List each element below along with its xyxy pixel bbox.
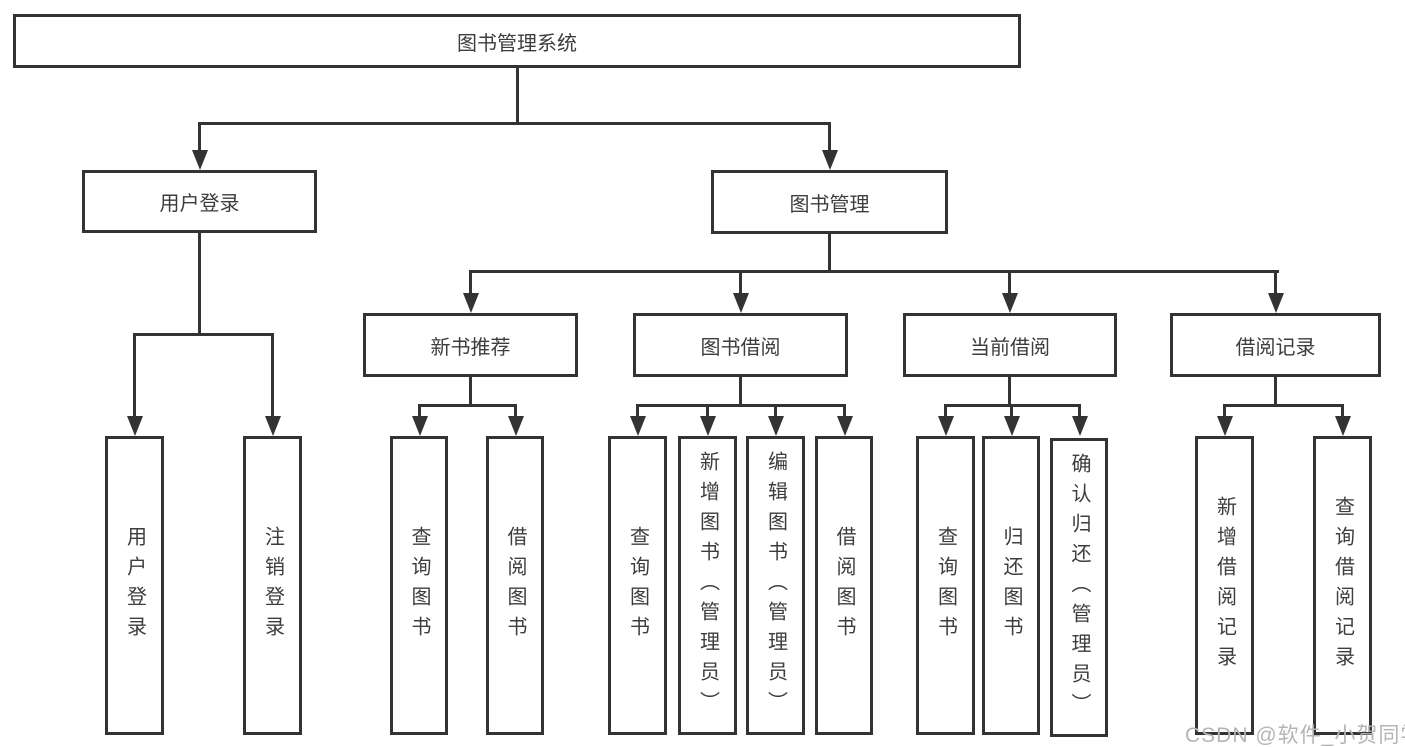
arrowhead-down-icon xyxy=(1072,416,1088,436)
connector-group-stem xyxy=(739,377,742,406)
arrowhead-down-icon xyxy=(412,416,428,436)
arrowhead-down-icon xyxy=(1335,416,1351,436)
node-borrow-records: 借阅记录 xyxy=(1170,313,1381,377)
connector-arrow-line xyxy=(636,404,639,418)
arrowhead-down-icon xyxy=(700,416,716,436)
connector-arrow-line xyxy=(418,404,421,418)
connector-arrow-line xyxy=(774,404,777,418)
arrowhead-down-icon xyxy=(1002,293,1018,313)
leaf-query-borrow-record: 查询借阅记录 xyxy=(1313,436,1372,735)
leaf-logout: 注销登录 xyxy=(243,436,302,735)
node-book-borrow: 图书借阅 xyxy=(633,313,848,377)
arrowhead-down-icon xyxy=(1217,416,1233,436)
leaf-borrow-books-recommend: 借阅图书 xyxy=(486,436,544,735)
connector-arrow-line xyxy=(843,404,846,418)
connector-arrow-line xyxy=(469,270,472,296)
arrowhead-down-icon xyxy=(822,150,838,170)
arrowhead-down-icon xyxy=(463,293,479,313)
connector-arrow-line xyxy=(1008,270,1011,296)
connector-arrow-line xyxy=(1341,404,1344,418)
leaf-return-books: 归还图书 xyxy=(982,436,1040,735)
connector-arrow-line xyxy=(198,122,201,153)
connector-group-rail xyxy=(1223,404,1344,407)
arrowhead-down-icon xyxy=(265,416,281,436)
connector-group-stem xyxy=(469,377,472,406)
connector-level3-rail xyxy=(469,270,1279,273)
leaf-confirm-return-admin: 确认归还（管理员） xyxy=(1050,438,1108,737)
connector-arrow-line xyxy=(1078,404,1081,418)
leaf-add-borrow-record: 新增借阅记录 xyxy=(1195,436,1254,735)
connector-group-rail xyxy=(418,404,517,407)
connector-book-mgmt-stem xyxy=(828,234,831,273)
arrowhead-down-icon xyxy=(837,416,853,436)
connector-user-login-stem xyxy=(198,233,201,335)
arrowhead-down-icon xyxy=(630,416,646,436)
leaf-query-books-borrow: 查询图书 xyxy=(608,436,667,735)
arrowhead-down-icon xyxy=(768,416,784,436)
connector-arrow-line xyxy=(1274,270,1277,296)
connector-arrow-line xyxy=(514,404,517,418)
node-user-login: 用户登录 xyxy=(82,170,317,233)
leaf-borrow-books: 借阅图书 xyxy=(815,436,873,735)
connector-arrow-line xyxy=(944,404,947,418)
leaf-query-books-recommend: 查询图书 xyxy=(390,436,448,735)
leaf-user-login: 用户登录 xyxy=(105,436,164,735)
connector-arrow-line xyxy=(828,122,831,153)
arrowhead-down-icon xyxy=(1268,293,1284,313)
node-new-book-recommend: 新书推荐 xyxy=(363,313,578,377)
connector-user-login-rail xyxy=(133,333,274,336)
connector-arrow-line xyxy=(1010,404,1013,418)
arrowhead-down-icon xyxy=(127,416,143,436)
connector-group-stem xyxy=(1008,377,1011,406)
connector-arrow-line xyxy=(739,270,742,296)
connector-arrow-line xyxy=(271,333,274,418)
connector-arrow-line xyxy=(706,404,709,418)
node-current-borrow: 当前借阅 xyxy=(903,313,1117,377)
arrowhead-down-icon xyxy=(508,416,524,436)
connector-group-rail xyxy=(636,404,846,407)
node-book-management: 图书管理 xyxy=(711,170,948,234)
connector-arrow-line xyxy=(133,333,136,418)
arrowhead-down-icon xyxy=(192,150,208,170)
leaf-query-books-current: 查询图书 xyxy=(916,436,975,735)
arrowhead-down-icon xyxy=(938,416,954,436)
leaf-add-books-admin: 新增图书（管理员） xyxy=(678,436,737,735)
connector-group-stem xyxy=(1274,377,1277,406)
watermark: CSDN @软件_小贺同学 xyxy=(1185,724,1405,747)
connector-level1-rail xyxy=(198,122,831,125)
arrowhead-down-icon xyxy=(733,293,749,313)
arrowhead-down-icon xyxy=(1004,416,1020,436)
connector-arrow-line xyxy=(1223,404,1226,418)
connector-root-stem xyxy=(516,67,519,124)
leaf-edit-books-admin: 编辑图书（管理员） xyxy=(746,436,805,735)
node-root: 图书管理系统 xyxy=(13,14,1021,68)
